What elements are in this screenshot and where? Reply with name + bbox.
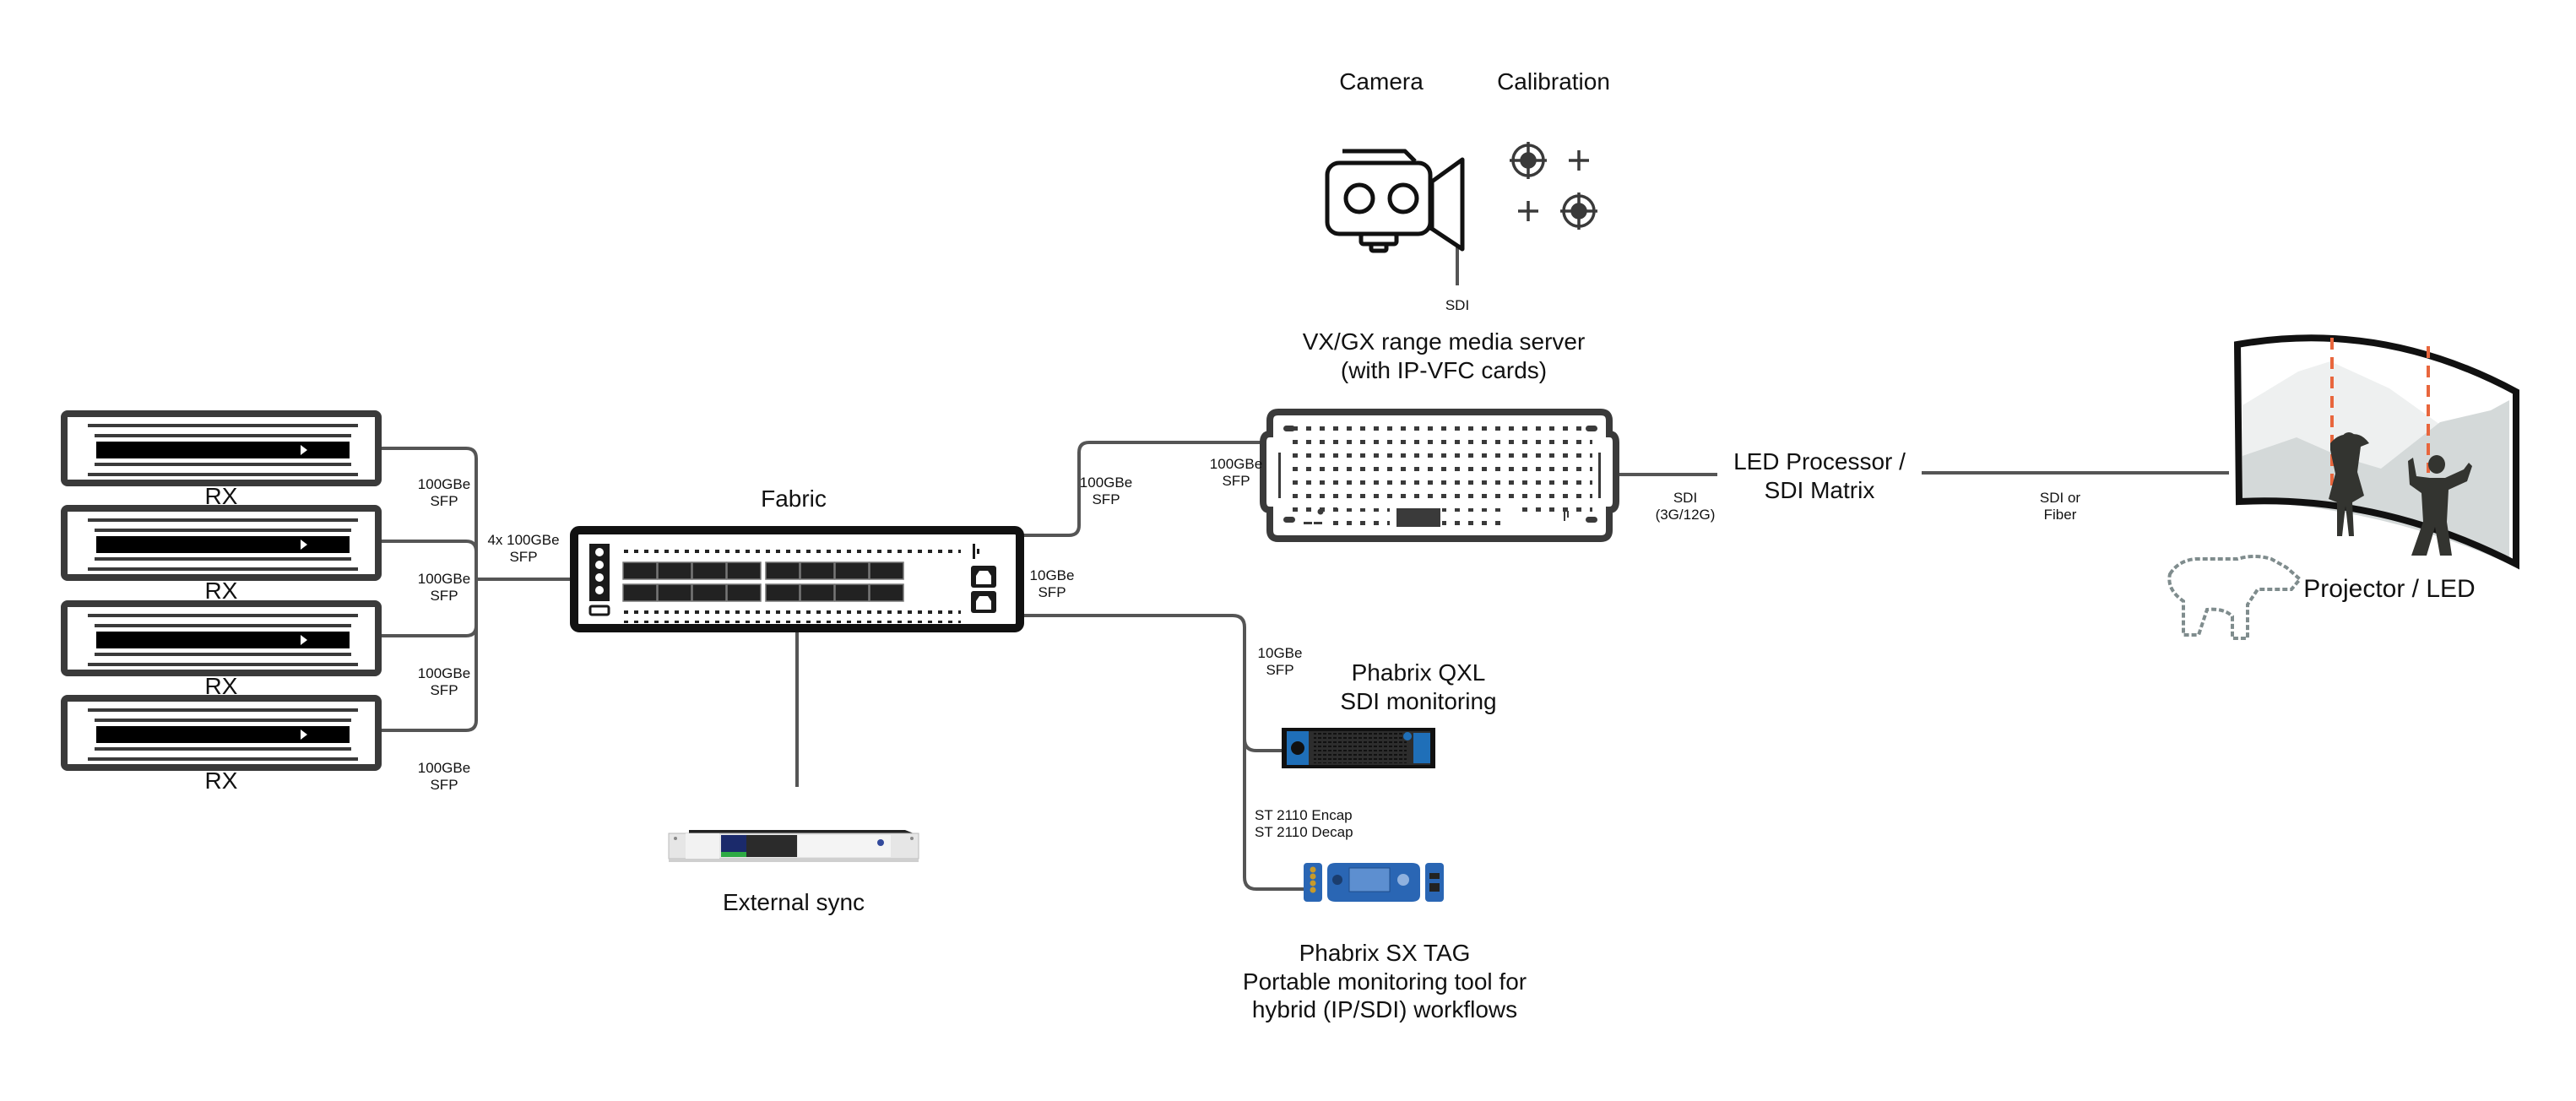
projector-led-label: Projector / LED xyxy=(2303,575,2476,603)
server-4u-icon xyxy=(1260,409,1619,542)
media-server[interactable] xyxy=(1260,409,1619,542)
camera-node[interactable] xyxy=(1325,149,1465,253)
rx-node-icon xyxy=(61,505,382,581)
fabric-10g-link-label: 10GBe SFP xyxy=(1029,567,1075,601)
phabrix-qxl-icon xyxy=(1282,728,1435,768)
connectors xyxy=(382,245,2229,891)
bear-outline-icon xyxy=(2167,555,2302,640)
phabrix-sx-tag-icon xyxy=(1304,863,1444,902)
rx-node-icon xyxy=(61,695,382,771)
rx-node-1[interactable] xyxy=(61,410,382,486)
rx-node-2[interactable] xyxy=(61,505,382,581)
link-rx1 xyxy=(382,447,478,581)
rx-link-label-3: 100GBe SFP xyxy=(417,665,471,699)
link-fabric-server xyxy=(1023,441,1266,537)
sync-generator-icon xyxy=(668,830,919,862)
led-wall-link-label: SDI or Fiber xyxy=(2039,490,2081,523)
fabric-server-link-label-b: 100GBe SFP xyxy=(1209,456,1263,490)
silhouette-person-2 xyxy=(2408,455,2472,556)
silhouette-person-1 xyxy=(2329,432,2369,536)
server-led-link-label: SDI (3G/12G) xyxy=(1655,490,1716,523)
camera-sdi-link-label: SDI xyxy=(1445,297,1470,313)
phabrix-sx-tag-label: Phabrix SX TAG Portable monitoring tool … xyxy=(1242,940,1527,1023)
crosshair-target-icon xyxy=(1510,142,1597,230)
external-sync-device[interactable] xyxy=(668,830,919,862)
link-rx2 xyxy=(382,540,478,581)
calibration-label: Calibration xyxy=(1497,68,1610,95)
network-switch-icon xyxy=(570,526,1024,632)
rx-link-label-2: 100GBe SFP xyxy=(417,571,471,605)
camera-label: Camera xyxy=(1339,68,1424,95)
rx-node-icon xyxy=(61,600,382,676)
fabric-switch[interactable] xyxy=(570,526,1024,632)
led-processor-label: LED Processor / SDI Matrix xyxy=(1733,448,1906,503)
fabric-server-link-label-a: 100GBe SFP xyxy=(1079,475,1133,508)
qxl-10g-link-label: 10GBe SFP xyxy=(1257,645,1303,679)
rx-label-2: RX xyxy=(204,578,238,604)
media-server-label: VX/GX range media server (with IP-VFC ca… xyxy=(1302,328,1586,383)
rx-link-label-1: 100GBe SFP xyxy=(417,476,471,510)
phabrix-sx-tag-device[interactable] xyxy=(1304,863,1444,902)
rx-node-4[interactable] xyxy=(61,695,382,771)
st2110-label: ST 2110 Encap ST 2110 Decap xyxy=(1255,807,1353,841)
link-qxl xyxy=(1243,738,1283,752)
projector-led-wall[interactable] xyxy=(2167,334,2519,640)
rx-node-3[interactable] xyxy=(61,600,382,676)
fabric-label: Fabric xyxy=(761,485,827,512)
link-fabric-monitoring xyxy=(1023,614,1305,891)
rx-node-icon xyxy=(61,410,382,486)
rx-label-4: RX xyxy=(204,767,238,794)
rx-trunk-label: 4x 100GBe SFP xyxy=(487,532,560,566)
external-sync-label: External sync xyxy=(722,889,865,915)
calibration-node[interactable] xyxy=(1510,142,1597,230)
phabrix-qxl-label: Phabrix QXL SDI monitoring xyxy=(1340,659,1497,714)
curved-led-wall-icon xyxy=(2167,334,2519,640)
phabrix-qxl-device[interactable] xyxy=(1282,728,1435,768)
video-camera-icon xyxy=(1325,149,1465,253)
rx-label-3: RX xyxy=(204,673,238,699)
rx-label-1: RX xyxy=(204,483,238,509)
link-rx4 xyxy=(382,581,478,732)
rx-link-label-4: 100GBe SFP xyxy=(417,760,471,794)
